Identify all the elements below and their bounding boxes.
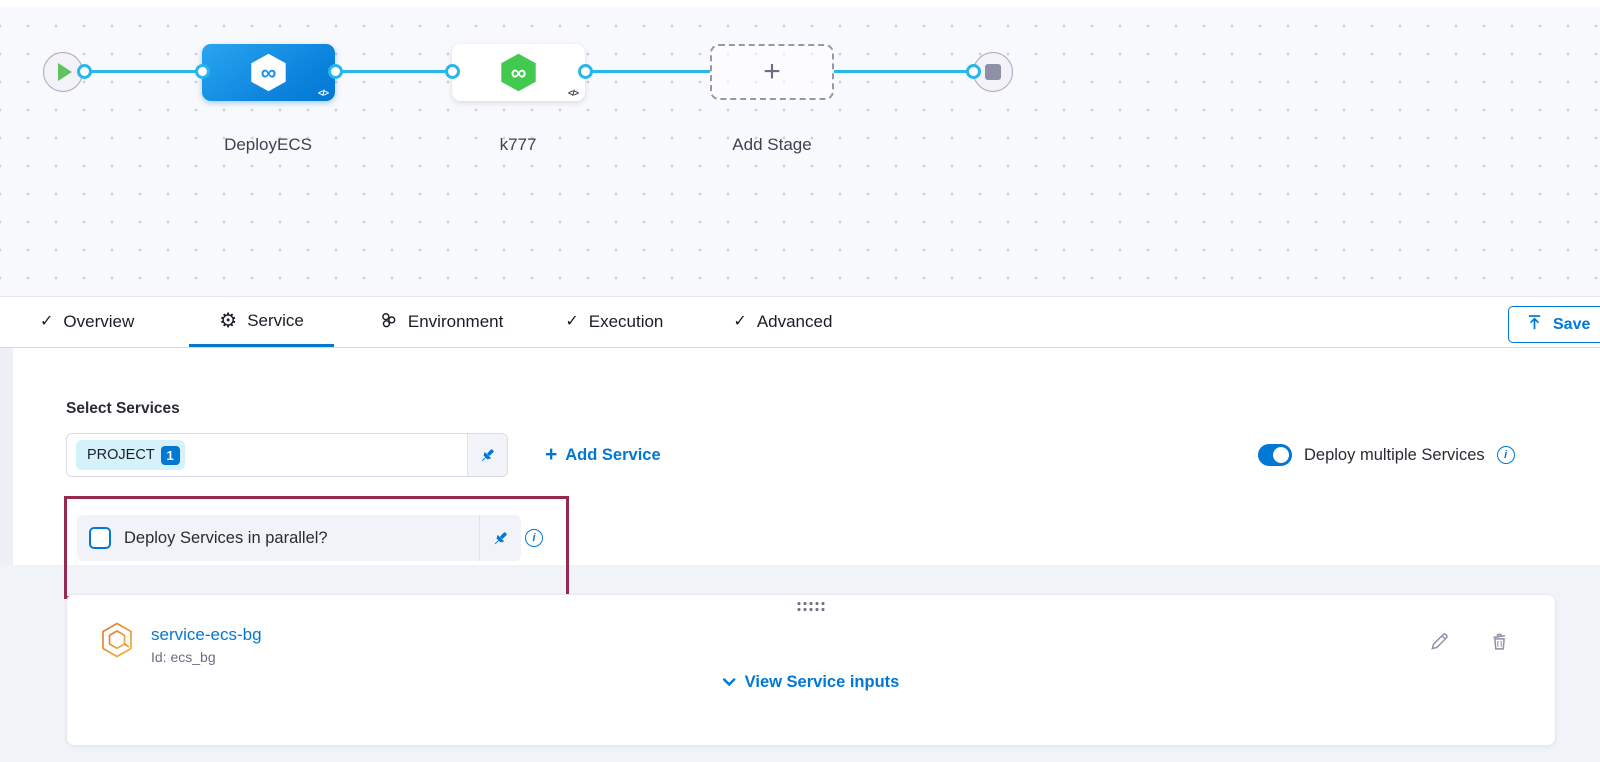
check-icon: ✓ bbox=[565, 313, 579, 330]
info-glyph: i bbox=[532, 532, 536, 544]
trash-icon bbox=[1492, 632, 1505, 650]
tab-execution[interactable]: ✓ Execution bbox=[565, 297, 663, 347]
toggle-knob bbox=[1273, 447, 1289, 463]
chip-label: PROJECT bbox=[87, 447, 155, 463]
pipeline-edge bbox=[84, 70, 202, 73]
gear-icon: ⚙ bbox=[219, 309, 238, 332]
panel-left-gutter bbox=[0, 348, 13, 565]
play-icon bbox=[58, 63, 72, 81]
field-divider bbox=[479, 515, 480, 561]
stage-label: k777 bbox=[499, 135, 537, 154]
pipeline-edge bbox=[834, 70, 973, 73]
pipeline-edge bbox=[585, 70, 710, 73]
infinity-glyph: ∞ bbox=[260, 59, 277, 85]
add-stage-label: Add Stage bbox=[732, 135, 812, 154]
info-glyph: i bbox=[1504, 449, 1508, 461]
info-icon[interactable]: i bbox=[1496, 446, 1515, 464]
select-services-label: Select Services bbox=[66, 400, 180, 417]
service-tab-panel: Select Services PROJECT 1 + Add Service bbox=[0, 348, 1600, 762]
pipeline-edge bbox=[335, 70, 452, 73]
service-scope-chip[interactable]: PROJECT 1 bbox=[76, 440, 185, 470]
tab-environment[interactable]: Environment bbox=[379, 297, 503, 347]
stage-node-deployecs[interactable]: ∞ </> bbox=[202, 44, 335, 101]
harness-logo-icon: ∞ bbox=[251, 53, 286, 92]
view-service-inputs-link[interactable]: View Service inputs bbox=[722, 673, 900, 692]
pin-icon bbox=[494, 531, 507, 544]
stage-node-k777[interactable]: ∞ </> bbox=[452, 44, 585, 101]
tab-label: Overview bbox=[63, 312, 135, 331]
save-button[interactable]: Save bbox=[1508, 306, 1600, 343]
chip-count-badge: 1 bbox=[160, 445, 180, 465]
environment-icon bbox=[379, 311, 398, 334]
tab-label: Execution bbox=[588, 312, 664, 331]
plus-icon: + bbox=[763, 55, 781, 88]
connector-port bbox=[76, 64, 92, 79]
plus-icon: + bbox=[545, 442, 558, 466]
service-id-text: Id: ecs_bg bbox=[151, 649, 216, 665]
edit-service-button[interactable] bbox=[1427, 629, 1451, 653]
service-card: service-ecs-bg Id: ecs_bg bbox=[66, 594, 1556, 746]
connector-port bbox=[194, 64, 210, 79]
stop-icon bbox=[985, 64, 1001, 80]
connector-port bbox=[444, 64, 460, 79]
upload-icon bbox=[1525, 313, 1544, 337]
tab-label: Advanced bbox=[756, 312, 833, 331]
tab-label: Service bbox=[247, 310, 304, 330]
deploy-multiple-toggle[interactable] bbox=[1258, 444, 1292, 466]
check-icon: ✓ bbox=[40, 313, 54, 330]
info-icon[interactable]: i bbox=[525, 529, 543, 547]
drag-handle[interactable] bbox=[797, 602, 825, 611]
service-name-link[interactable]: service-ecs-bg bbox=[151, 625, 262, 644]
tab-label: Environment bbox=[407, 312, 504, 331]
pin-icon bbox=[481, 448, 494, 461]
deploy-parallel-field: Deploy Services in parallel? bbox=[77, 515, 521, 561]
pin-button[interactable] bbox=[480, 515, 521, 561]
code-icon: </> bbox=[317, 88, 329, 98]
pin-button[interactable] bbox=[467, 434, 507, 476]
stage-label: DeployECS bbox=[224, 135, 312, 154]
delete-service-button[interactable] bbox=[1487, 629, 1511, 653]
connector-port bbox=[327, 64, 343, 79]
tab-advanced[interactable]: ✓ Advanced bbox=[733, 297, 832, 347]
connector-port bbox=[965, 64, 981, 79]
deploy-multiple-row: Deploy multiple Services i bbox=[1258, 433, 1515, 477]
connector-port bbox=[577, 64, 593, 79]
pipeline-start-node bbox=[43, 52, 83, 92]
pencil-icon bbox=[1430, 632, 1448, 650]
check-icon: ✓ bbox=[733, 313, 747, 330]
chevron-down-icon bbox=[722, 678, 736, 687]
add-service-button[interactable]: + Add Service bbox=[545, 433, 661, 477]
code-icon: </> bbox=[567, 88, 579, 98]
save-button-label: Save bbox=[1553, 315, 1591, 333]
stage-config-tabbar: ✓ Overview ⚙ Service Environment ✓ Execu… bbox=[0, 296, 1600, 348]
deploy-parallel-checkbox[interactable] bbox=[89, 527, 111, 549]
tab-overview[interactable]: ✓ Overview bbox=[40, 297, 134, 347]
deploy-multiple-label: Deploy multiple Services bbox=[1304, 445, 1485, 464]
pipeline-graph-canvas[interactable]: ∞ </> ∞ </> + DeployECS k777 Add Stage bbox=[0, 0, 1600, 296]
annotation-highlight-box: Deploy Services in parallel? i bbox=[64, 496, 569, 599]
tab-service[interactable]: ⚙ Service bbox=[189, 297, 334, 347]
add-service-label: Add Service bbox=[565, 445, 661, 464]
view-inputs-label: View Service inputs bbox=[744, 673, 900, 691]
harness-logo-icon: ∞ bbox=[501, 53, 536, 92]
service-icon bbox=[99, 621, 135, 664]
canvas-top-strip bbox=[0, 0, 1600, 7]
infinity-glyph: ∞ bbox=[510, 59, 527, 85]
deploy-parallel-label: Deploy Services in parallel? bbox=[124, 528, 328, 547]
select-services-input[interactable]: PROJECT 1 bbox=[66, 433, 508, 477]
add-stage-button[interactable]: + bbox=[710, 44, 834, 100]
